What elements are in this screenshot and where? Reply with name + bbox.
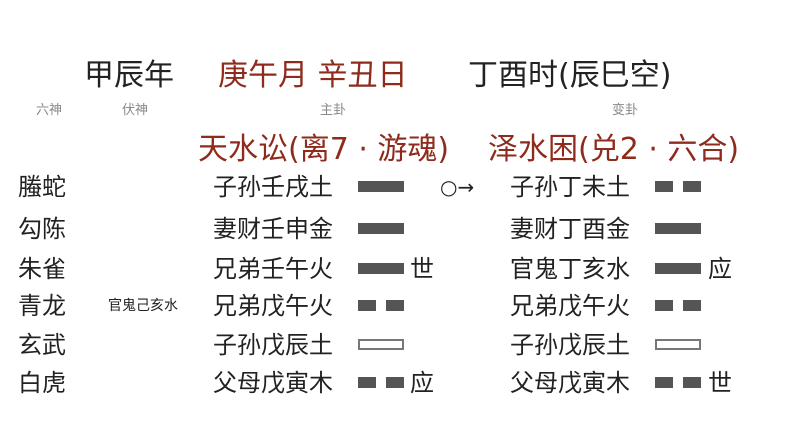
col-liushen: 六神: [36, 103, 63, 118]
hour-pillar: 丁酉时(辰巳空): [468, 58, 672, 93]
main-line-text: 兄弟戊午火: [213, 292, 333, 320]
changed-mark: 应: [708, 255, 732, 283]
main-gua-name: 天水讼(离7 · 游魂): [198, 132, 450, 167]
yin-line-icon: [655, 377, 701, 388]
yin-line-icon: [358, 377, 404, 388]
main-line-text: 父母戊寅木: [213, 369, 333, 397]
yao-row: 青龙 官鬼己亥水 兄弟戊午火 兄弟戊午火: [0, 287, 806, 325]
changed-line-text: 子孙戊辰土: [510, 331, 630, 359]
main-mark: 世: [410, 255, 434, 283]
changed-line-text: 子孙丁未土: [510, 173, 630, 201]
hollow-line-icon: [358, 339, 404, 350]
liushen: 勾陈: [18, 215, 66, 243]
yang-line-icon: [655, 223, 701, 234]
yin-line-icon: [655, 300, 701, 311]
main-line-text: 子孙戊辰土: [213, 331, 333, 359]
col-fushen: 伏神: [122, 103, 149, 118]
liushen: 白虎: [18, 369, 66, 397]
hollow-line-icon: [655, 339, 701, 350]
yang-line-icon: [358, 263, 404, 274]
liushen: 玄武: [18, 331, 66, 359]
yin-line-icon: [655, 181, 701, 192]
yao-row: 朱雀 兄弟壬午火 世 官鬼丁亥水 应: [0, 250, 806, 288]
yang-line-icon: [655, 263, 701, 274]
col-main: 主卦: [320, 103, 347, 118]
changed-line-text: 官鬼丁亥水: [510, 255, 630, 283]
changed-gua-name: 泽水困(兑2 · 六合): [488, 132, 740, 167]
year-pillar: 甲辰年: [84, 58, 174, 93]
changed-line-text: 父母戊寅木: [510, 369, 630, 397]
liushen: 螣蛇: [18, 173, 66, 201]
yao-row: 勾陈 妻财壬申金 妻财丁酉金: [0, 210, 806, 248]
yang-line-icon: [358, 181, 404, 192]
yao-row: 白虎 父母戊寅木 应 父母戊寅木 世: [0, 364, 806, 402]
yao-row: 螣蛇 子孙壬戌土 ○→ 子孙丁未土: [0, 168, 806, 206]
changed-line-text: 兄弟戊午火: [510, 292, 630, 320]
main-line-text: 兄弟壬午火: [213, 255, 333, 283]
moving-marker-icon: ○→: [440, 175, 475, 199]
yao-row: 玄武 子孙戊辰土 子孙戊辰土: [0, 326, 806, 364]
main-mark: 应: [410, 369, 434, 397]
main-line-text: 妻财壬申金: [213, 215, 333, 243]
liushen: 青龙: [18, 292, 66, 320]
liushen: 朱雀: [18, 255, 66, 283]
yin-line-icon: [358, 300, 404, 311]
changed-mark: 世: [708, 369, 732, 397]
main-line-text: 子孙壬戌土: [213, 173, 333, 201]
changed-line-text: 妻财丁酉金: [510, 215, 630, 243]
yang-line-icon: [358, 223, 404, 234]
month-day-pillar: 庚午月 辛丑日: [218, 58, 408, 93]
col-changed: 变卦: [612, 103, 639, 118]
fushen: 官鬼己亥水: [108, 298, 178, 314]
